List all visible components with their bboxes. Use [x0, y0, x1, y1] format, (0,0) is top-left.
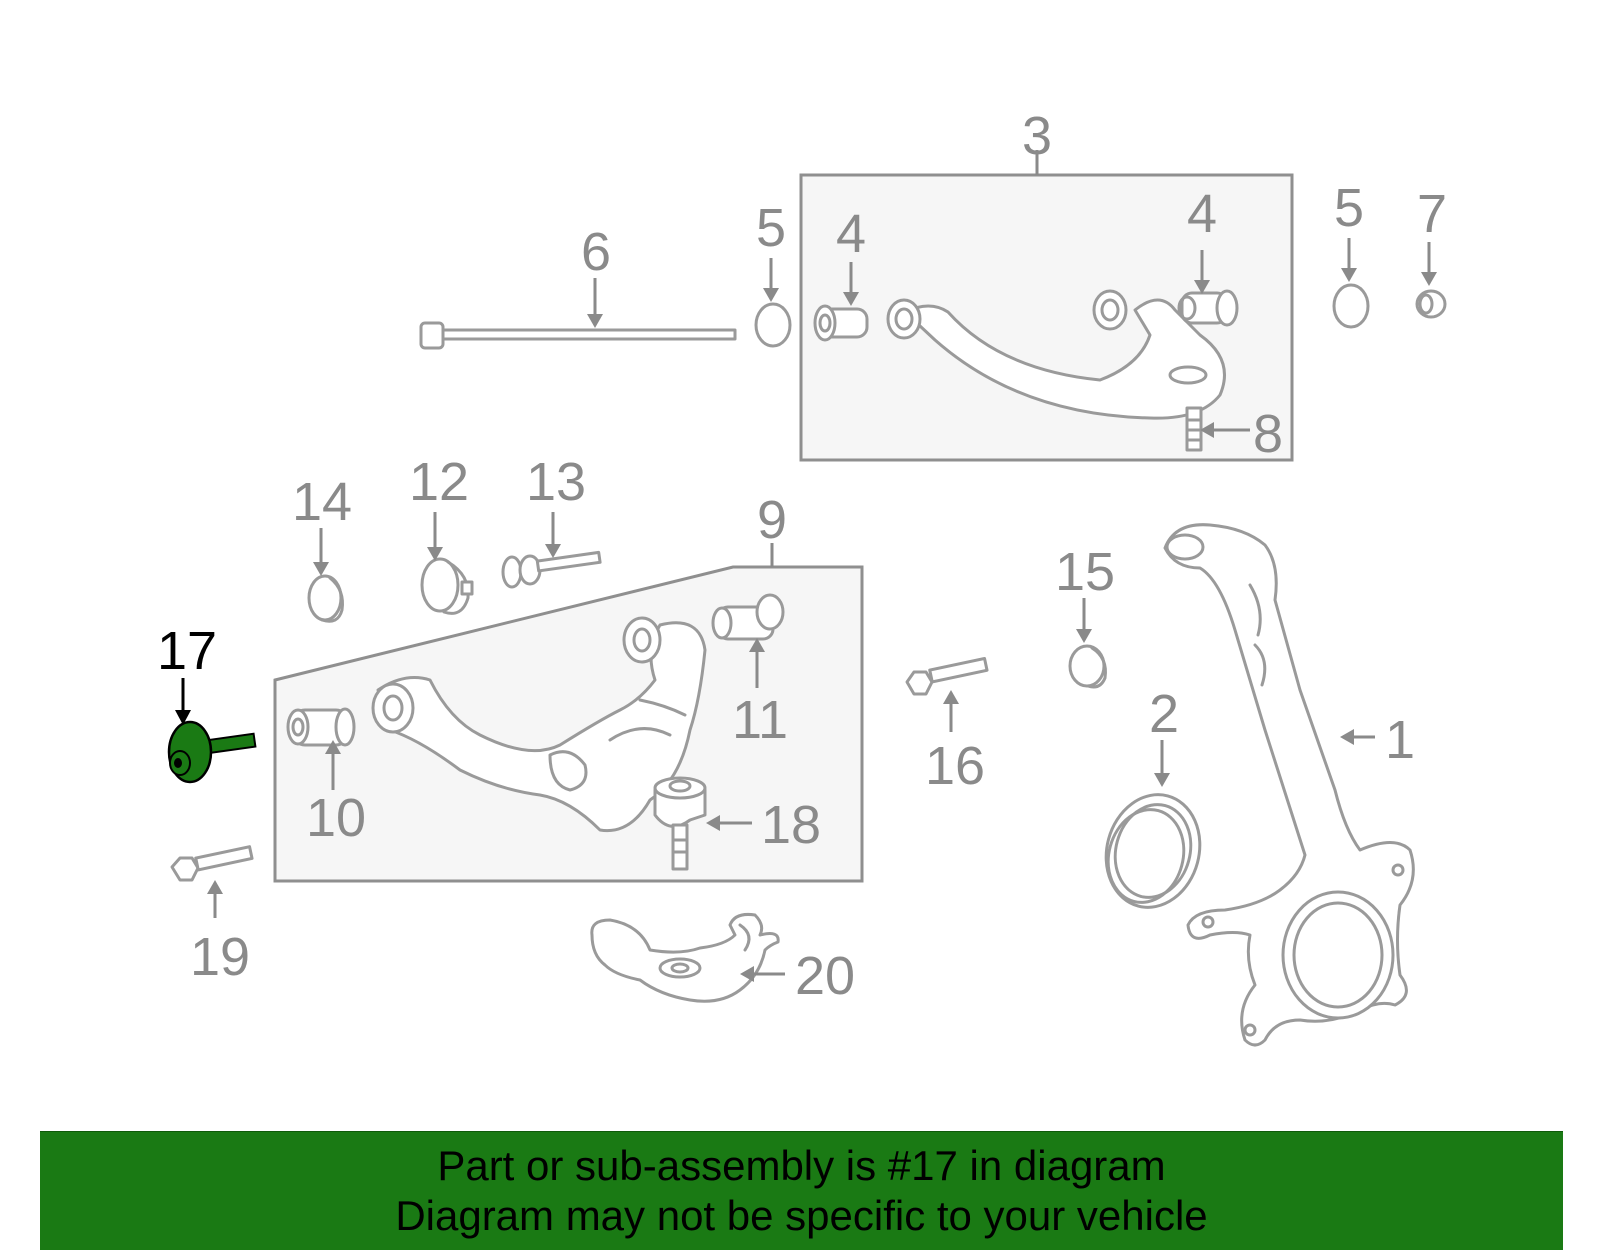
bushing-11[interactable] — [711, 593, 785, 641]
callout-12[interactable]: 12 — [409, 452, 469, 512]
bushing-4-left[interactable] — [813, 304, 869, 342]
nut-7[interactable] — [1415, 289, 1447, 319]
callout-3[interactable]: 3 — [1022, 106, 1052, 166]
bracket-20[interactable] — [590, 913, 780, 1003]
lower-control-arm[interactable] — [371, 616, 707, 833]
nut-15[interactable] — [1068, 644, 1107, 689]
callout-5-right[interactable]: 5 — [1334, 178, 1364, 238]
upper-control-arm[interactable] — [886, 289, 1226, 452]
callout-4-right[interactable]: 4 — [1187, 184, 1217, 244]
banner-line-1: Part or sub-assembly is #17 in diagram — [437, 1142, 1166, 1189]
callout-20[interactable]: 20 — [795, 946, 855, 1006]
dust-seal-2[interactable] — [1094, 784, 1212, 918]
callout-13[interactable]: 13 — [526, 452, 586, 512]
callout-1[interactable]: 1 — [1385, 710, 1415, 770]
callout-15[interactable]: 15 — [1055, 542, 1115, 602]
callout-8[interactable]: 8 — [1253, 404, 1283, 464]
callout-17[interactable]: 17 — [157, 621, 217, 681]
washer-5-left[interactable] — [754, 302, 792, 348]
cam-12[interactable] — [420, 557, 474, 615]
info-banner: Part or sub-assembly is #17 in diagram D… — [40, 1131, 1563, 1250]
callout-9[interactable]: 9 — [757, 490, 787, 550]
bushing-4-right[interactable] — [1177, 289, 1239, 327]
callout-5-left[interactable]: 5 — [756, 198, 786, 258]
callout-7[interactable]: 7 — [1417, 184, 1447, 244]
banner-line-2: Diagram may not be specific to your vehi… — [395, 1192, 1208, 1239]
callout-4-left[interactable]: 4 — [836, 204, 866, 264]
cam-washer-14[interactable] — [307, 574, 344, 623]
ball-joint-18[interactable] — [653, 776, 707, 871]
callout-14[interactable]: 14 — [292, 472, 352, 532]
steering-knuckle-1[interactable] — [1163, 523, 1415, 1047]
cam-bolt-13[interactable] — [501, 550, 602, 589]
lower-arm-assembly-box — [273, 565, 864, 883]
callout-19[interactable]: 19 — [190, 927, 250, 987]
bolt-6[interactable] — [419, 321, 737, 350]
callout-10[interactable]: 10 — [306, 788, 366, 848]
washer-5-right[interactable] — [1332, 283, 1370, 329]
bolt-19[interactable] — [170, 845, 254, 882]
bolt-16[interactable] — [905, 656, 989, 696]
callout-6[interactable]: 6 — [581, 222, 611, 282]
callout-11[interactable]: 11 — [732, 690, 788, 750]
callout-16[interactable]: 16 — [925, 736, 985, 796]
callout-2[interactable]: 2 — [1149, 684, 1179, 744]
cam-bolt-17-highlighted[interactable] — [167, 720, 257, 784]
bushing-10[interactable] — [286, 707, 356, 747]
callout-18[interactable]: 18 — [761, 795, 821, 855]
